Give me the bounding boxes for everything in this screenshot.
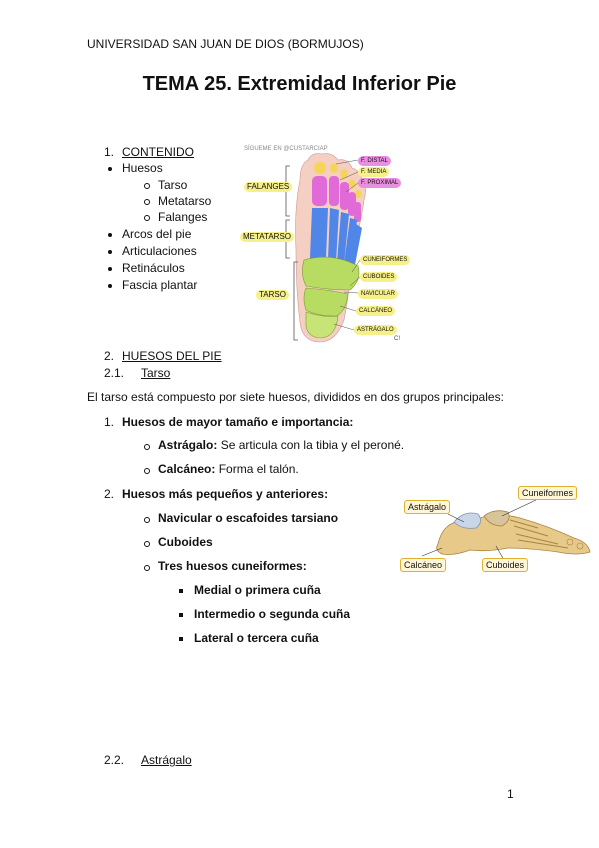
bullet-dot (108, 284, 112, 288)
group1-term: Calcáneo: (158, 462, 216, 476)
label-astragalo: ASTRÁGALO (354, 325, 397, 335)
bullet-circle (144, 565, 150, 571)
foot-lateral-diagram: Astrágalo Cuneiformes Calcáneo Cuboides (398, 482, 594, 576)
bullet-circle (144, 468, 150, 474)
label-cuboides-lateral: Cuboides (482, 558, 529, 572)
foot-lateral-drawing (421, 499, 591, 561)
bullet-circle (144, 199, 150, 205)
label-astragalo-lateral: Astrágalo (404, 500, 451, 514)
group1-desc: Se articula con la tibia y el peroné. (220, 438, 405, 452)
bullet-circle (144, 183, 150, 189)
bullet-dot (108, 267, 112, 271)
contents-item: Retináculos (122, 261, 185, 275)
foot-skeleton-diagram: SÍGUEME EN @CUSTARCIAP (240, 140, 411, 350)
contents-item: Huesos (122, 161, 163, 175)
label-cuboides: CUBOIDES (360, 272, 398, 282)
contents-item: Fascia plantar (122, 278, 198, 292)
group2-item: Tres huesos cuneiformes: (158, 559, 307, 573)
group1-item: Astrágalo: Se articula con la tibia y el… (158, 437, 404, 453)
cuneiform-item: Medial o primera cuña (194, 583, 321, 597)
bullet-dot (108, 167, 112, 171)
contents-item: Arcos del pie (122, 227, 192, 241)
bullet-circle (144, 517, 150, 523)
contents-subitem: Falanges (158, 210, 208, 224)
group1-label: Huesos de mayor tamaño e importancia: (122, 415, 354, 429)
cuneiform-item: Lateral o tercera cuña (194, 631, 319, 645)
label-navicular: NAVICULAR (358, 289, 398, 299)
label-f-media: F. MEDIA (358, 167, 390, 177)
contents-number: 1. (104, 145, 115, 159)
bullet-circle (144, 215, 150, 221)
section21-heading: Tarso (141, 366, 171, 380)
contents-item: Articulaciones (122, 244, 197, 258)
label-metatarso: METATARSO (240, 232, 294, 242)
bullet-circle (144, 444, 150, 450)
label-tarso: TARSO (256, 290, 289, 300)
label-falanges: FALANGES (244, 182, 293, 192)
group1-number: 1. (104, 415, 115, 429)
bullet-dot (108, 250, 112, 254)
page-number: 1 (507, 787, 514, 801)
label-calcaneo: CALCÁNEO (356, 306, 396, 316)
label-cuneiformes-lateral: Cuneiformes (518, 486, 578, 500)
bullet-dot (108, 233, 112, 237)
group2-item: Navicular o escafoides tarsiano (158, 511, 339, 525)
cuneiform-item: Intermedio o segunda cuña (194, 607, 351, 621)
group2-item: Cuboides (158, 535, 213, 549)
section21-number: 2.1. (104, 366, 125, 380)
label-f-distal: F. DISTAL (358, 156, 391, 166)
label-f-proximal: F. PROXIMAL (358, 178, 402, 188)
group2-number: 2. (104, 487, 115, 501)
page-header: UNIVERSIDAD SAN JUAN DE DIOS (BORMUJOS) (87, 37, 364, 51)
bullet-circle (144, 541, 150, 547)
group2-label: Huesos más pequeños y anteriores: (122, 487, 329, 501)
contents-subitem: Metatarso (158, 194, 212, 208)
label-cuneiformes: CUNEIFORMES (360, 255, 411, 265)
group1-term: Astrágalo: (158, 438, 218, 452)
bullet-square (179, 589, 183, 593)
section22-heading: Astrágalo (141, 753, 192, 767)
section2-number: 2. (104, 349, 115, 363)
label-calcaneo-lateral: Calcáneo (400, 558, 447, 572)
contents-subitem: Tarso (158, 178, 188, 192)
group1-desc: Forma el talón. (218, 462, 299, 476)
group1-item: Calcáneo: Forma el talón. (158, 461, 299, 477)
contents-heading: CONTENIDO (122, 145, 194, 159)
diagram-credit: SÍGUEME EN @CUSTARCIAP (244, 146, 328, 152)
section22-number: 2.2. (104, 753, 125, 767)
foot-skeleton-drawing (285, 153, 366, 343)
tarso-intro: El tarso está compuesto por siete huesos… (87, 390, 504, 404)
bullet-square (179, 637, 183, 641)
diagram-signature: C! (394, 336, 400, 342)
page-title: TEMA 25. Extremidad Inferior Pie (142, 73, 457, 95)
bullet-square (179, 613, 183, 617)
section2-heading: HUESOS DEL PIE (122, 349, 222, 363)
